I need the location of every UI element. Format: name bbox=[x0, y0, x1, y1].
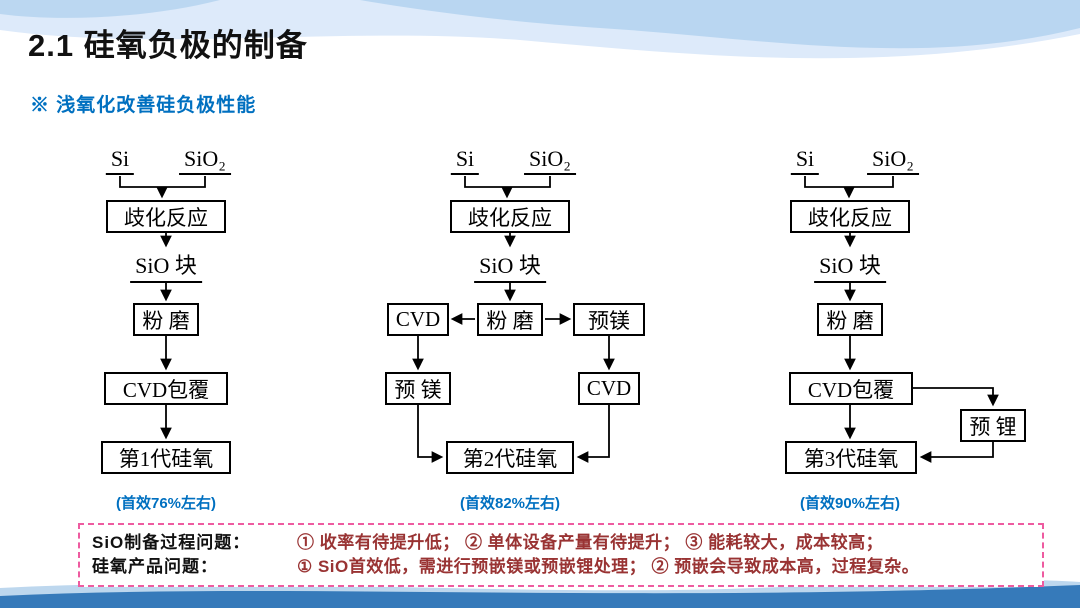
chart2-input-sio2: SiO₂ bbox=[524, 146, 576, 175]
note-label-product: 硅氧产品问题： bbox=[92, 557, 218, 576]
chart2-label-sio-block: SiO 块 bbox=[474, 248, 546, 283]
chart1-box-cvd-coating: CVD包覆 bbox=[104, 372, 228, 405]
notes-box: SiO制备过程问题： ① 收率有待提升低； ② 单体设备产量有待提升； ③ 能耗… bbox=[78, 523, 1044, 587]
note-label-preparation: SiO制备过程问题： bbox=[92, 533, 251, 552]
chart2-box-premagnesiation-left-bottom: 预 镁 bbox=[385, 372, 451, 405]
note-row-product: 硅氧产品问题： ① SiO首效低，需进行预嵌镁或预嵌锂处理； ② 预嵌会导致成本… bbox=[92, 555, 1030, 579]
chart1-box-result-gen1: 第1代硅氧 bbox=[101, 441, 231, 474]
chart2-box-result-gen2: 第2代硅氧 bbox=[446, 441, 574, 474]
note-text-preparation: ① 收率有待提升低； ② 单体设备产量有待提升； ③ 能耗较大，成本较高； bbox=[297, 533, 884, 552]
chart2-box-premagnesiation-right: 预镁 bbox=[573, 303, 645, 336]
chart2-box-cvd-right-bottom: CVD bbox=[578, 372, 640, 405]
chart1-input-sio2: SiO₂ bbox=[179, 146, 231, 175]
chart3-box-disproportionation: 歧化反应 bbox=[790, 200, 910, 233]
chart3-input-si: Si bbox=[790, 146, 820, 175]
top-swoosh-decoration bbox=[0, 0, 1080, 59]
chart2-box-cvd-left: CVD bbox=[387, 303, 449, 336]
chart1-caption: (首效76%左右) bbox=[115, 495, 217, 512]
note-row-preparation: SiO制备过程问题： ① 收率有待提升低； ② 单体设备产量有待提升； ③ 能耗… bbox=[92, 531, 1030, 555]
chart1-input-si: Si bbox=[105, 146, 135, 175]
chart2-box-disproportionation: 歧化反应 bbox=[450, 200, 570, 233]
chart3-box-milling: 粉 磨 bbox=[817, 303, 883, 336]
page-title: 2.1 硅氧负极的制备 bbox=[28, 28, 308, 63]
subtitle: ※ 浅氧化改善硅负极性能 bbox=[30, 95, 257, 116]
chart3-label-sio-block: SiO 块 bbox=[814, 248, 886, 283]
chart1-box-disproportionation: 歧化反应 bbox=[106, 200, 226, 233]
chart2-caption: (首效82%左右) bbox=[459, 495, 561, 512]
chart3-box-cvd-coating: CVD包覆 bbox=[789, 372, 913, 405]
chart3-input-sio2: SiO₂ bbox=[867, 146, 919, 175]
note-text-product: ① SiO首效低，需进行预嵌镁或预嵌锂处理； ② 预嵌会导致成本高，过程复杂。 bbox=[297, 557, 920, 576]
chart3-box-result-gen3: 第3代硅氧 bbox=[785, 441, 917, 474]
chart3-caption: (首效90%左右) bbox=[799, 495, 901, 512]
chart1-label-sio-block: SiO 块 bbox=[130, 248, 202, 283]
chart3-box-prelithiation: 预 锂 bbox=[960, 409, 1026, 442]
chart1-box-milling: 粉 磨 bbox=[133, 303, 199, 336]
chart2-input-si: Si bbox=[450, 146, 480, 175]
chart2-box-milling: 粉 磨 bbox=[477, 303, 543, 336]
